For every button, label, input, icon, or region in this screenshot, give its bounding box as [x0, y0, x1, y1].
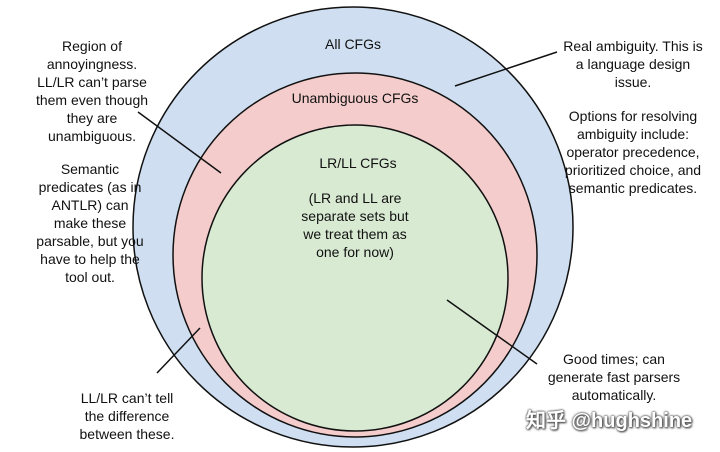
lr-ll-cfgs-sublabel: (LR and LL are separate sets but we trea… — [301, 190, 409, 260]
note-cant-tell: LL/LR can’t tell the difference between … — [79, 390, 175, 442]
watermark: 知乎 @hughshine — [526, 410, 693, 432]
lr-ll-cfgs-label: LR/LL CFGs — [319, 155, 397, 171]
pointer-annoyingness — [137, 111, 222, 174]
lr-ll-cfgs-circle — [201, 124, 509, 432]
note-options: Options for resolving ambiguity include:… — [564, 108, 702, 196]
pointer-good-times — [446, 299, 538, 365]
note-annoyingness: Region of annoyingness. LL/LR can’t pars… — [35, 38, 149, 144]
note-good-times: Good times; can generate fast parsers au… — [547, 351, 681, 403]
note-real-ambiguity: Real ambiguity. This is a language desig… — [563, 38, 703, 90]
unambiguous-cfgs-label: Unambiguous CFGs — [291, 90, 419, 106]
all-cfgs-label: All CFGs — [325, 36, 381, 52]
pointer-cant-tell — [156, 327, 201, 374]
note-semantic-predicates: Semantic predicates (as in ANTLR) can ma… — [36, 161, 144, 285]
pointer-real-ambiguity — [454, 51, 558, 87]
